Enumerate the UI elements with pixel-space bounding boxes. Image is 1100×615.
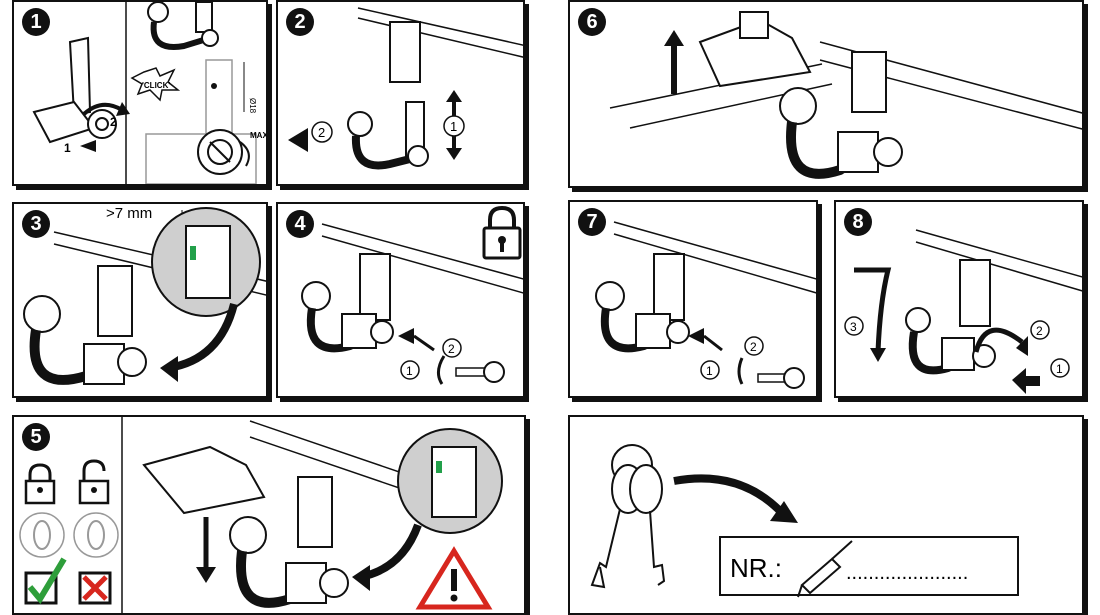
step-3-illustration: >7 mm [23, 205, 266, 385]
key-number-illustration: NR.: ...................... [590, 444, 1019, 598]
step-1-number: 1 [22, 8, 50, 36]
step-6-number: 6 [578, 8, 606, 36]
unlocked-detail-circle [73, 512, 119, 558]
pen-icon [797, 540, 853, 598]
step-7-number: 7 [578, 208, 606, 236]
step-2-panel: 2 2 1 [276, 0, 525, 186]
step-1-callout-1: 1 [64, 141, 71, 155]
step-6-illustration [609, 11, 1082, 179]
step-3-gap-label: >7 mm [106, 205, 152, 222]
key-number-field [719, 536, 1019, 596]
unlocked-padlock-icon [78, 459, 110, 505]
step-5-green-indicator [436, 461, 442, 473]
step-7-panel: 7 1 2 [568, 200, 818, 398]
step-3-number: 3 [22, 210, 50, 238]
check-icon [24, 557, 67, 605]
locked-padlock-icon [482, 205, 522, 260]
key-number-dots: ...................... [846, 562, 968, 584]
step-6-panel: 6 [568, 0, 1084, 188]
step-1-panel: 1 2 1 'CLICK' Ø18 MAX. [12, 0, 268, 186]
warning-icon [415, 546, 493, 610]
step-5-panel: 5 [12, 415, 526, 615]
key-number-panel: NR.: ...................... [568, 415, 1084, 615]
step-1-callout-2: 2 [110, 115, 117, 129]
step-3-green-indicator [190, 246, 196, 260]
step-8-number: 8 [844, 208, 872, 236]
step-7-callout-2: 2 [750, 340, 757, 354]
step-2-illustration: 2 1 [288, 7, 523, 170]
key-icon [757, 367, 805, 389]
locked-padlock-icon [24, 463, 56, 505]
locked-detail-circle [19, 512, 65, 558]
step-5-number: 5 [22, 423, 50, 451]
step-2-number: 2 [286, 8, 314, 36]
step-4-panel: 4 1 2 [276, 202, 525, 398]
step-1-max-label: MAX. [250, 131, 268, 140]
step-1-diameter-label: Ø18 [248, 98, 257, 114]
step-4-number: 4 [286, 210, 314, 238]
step-4-illustration: 1 2 [301, 205, 523, 385]
cross-icon [78, 571, 112, 605]
step-3-panel: 3 >7 mm [12, 202, 268, 398]
step-8-callout-1: 1 [1056, 362, 1063, 376]
step-8-callout-3: 3 [850, 320, 857, 334]
step-8-panel: 8 3 2 1 [834, 200, 1084, 398]
step-8-callout-2: 2 [1036, 324, 1043, 338]
step-2-callout-2: 2 [318, 125, 325, 140]
keys-icon [590, 444, 666, 589]
step-1-click-label: 'CLICK' [142, 81, 170, 90]
step-2-callout-1: 1 [450, 119, 457, 134]
step-5-illustration [19, 417, 503, 613]
step-7-illustration: 1 2 [595, 221, 816, 389]
step-1-illustration: 2 1 'CLICK' Ø18 MAX. [32, 2, 268, 184]
step-7-callout-1: 1 [706, 364, 713, 378]
step-4-callout-2: 2 [448, 342, 455, 356]
key-number-label: NR.: [730, 553, 782, 583]
key-icon [455, 361, 505, 383]
step-8-illustration: 3 2 1 [844, 229, 1082, 394]
step-4-callout-1: 1 [406, 364, 413, 378]
